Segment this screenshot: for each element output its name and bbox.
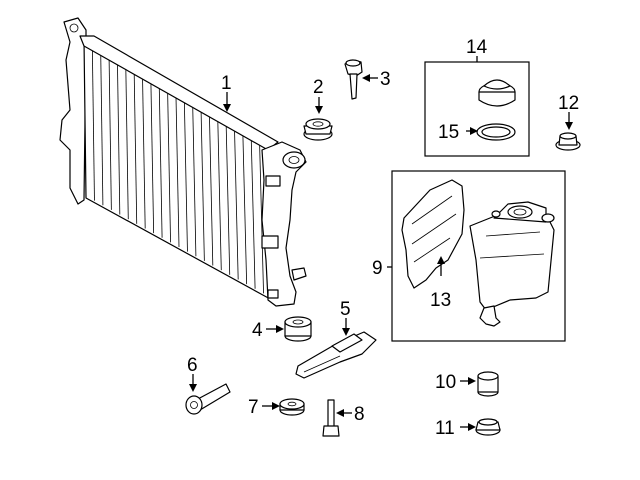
callout-9: 9: [372, 258, 383, 279]
bolt-icon[interactable]: [185, 383, 231, 415]
bushing-icon[interactable]: [284, 316, 312, 342]
mounting-pin-icon[interactable]: [344, 59, 363, 100]
callout-11: 11: [435, 418, 455, 439]
radiator-fin: [158, 87, 163, 238]
radiator-fin: [91, 48, 95, 201]
radiator-fin: [183, 101, 188, 252]
radiator-fin: [125, 68, 129, 220]
flange-nut-icon[interactable]: [555, 132, 581, 151]
callout-7: 7: [248, 397, 259, 418]
callout-15: 15: [438, 122, 459, 143]
radiator-fin: [250, 140, 256, 289]
radiator-fin: [200, 111, 205, 261]
coolant-reservoir-icon[interactable]: [469, 201, 555, 327]
radiator-fin: [100, 53, 104, 206]
radiator-fin: [217, 121, 222, 271]
callout-6: 6: [187, 355, 198, 376]
callout-8: 8: [354, 404, 365, 425]
reservoir-cap-icon[interactable]: [478, 79, 516, 107]
callout-10: 10: [435, 372, 456, 393]
callout-13: 13: [430, 290, 451, 311]
callout-5: 5: [340, 299, 351, 320]
radiator-fin: [234, 130, 239, 280]
radiator-fin: [133, 72, 138, 224]
stud-icon[interactable]: [322, 399, 340, 437]
lower-bracket-icon[interactable]: [295, 331, 377, 379]
bracket-icon[interactable]: [401, 179, 465, 289]
callout-2: 2: [313, 77, 324, 98]
radiator-fin: [150, 82, 155, 234]
radiator-fin: [209, 116, 214, 266]
bumper-icon[interactable]: [477, 371, 499, 397]
callout-12: 12: [558, 93, 579, 114]
radiator-fin: [192, 106, 197, 257]
callout-labels: 1 2 3 4 5 6 7 8 9 10 11 12 13 14 15: [187, 37, 579, 439]
radiator-icon[interactable]: [59, 17, 307, 307]
radiator-fin: [117, 63, 121, 215]
reservoir-group-frame: [391, 170, 566, 342]
callout-4: 4: [252, 320, 263, 341]
callout-3: 3: [380, 69, 391, 90]
radiator-fin: [242, 135, 248, 285]
radiator-fin: [108, 58, 112, 210]
radiator-fin: [167, 92, 171, 243]
cap-seal-icon[interactable]: [476, 123, 516, 141]
radiator-fin: [175, 96, 180, 248]
radiator-fin: [142, 77, 146, 229]
callout-1: 1: [221, 73, 232, 94]
leader-lines: [189, 56, 573, 431]
grommet-icon[interactable]: [303, 118, 333, 141]
radiator-fin: [225, 125, 231, 275]
washer-icon[interactable]: [279, 398, 305, 416]
clip-icon[interactable]: [475, 418, 501, 436]
callout-14: 14: [466, 37, 488, 58]
